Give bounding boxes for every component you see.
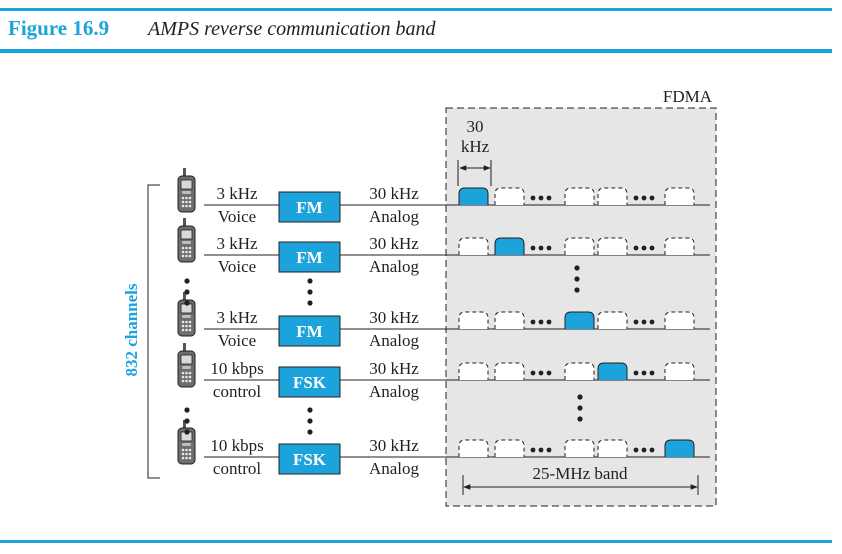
output-rate: 30 kHz [369,308,419,327]
modulator-label: FSK [293,450,327,469]
channels-label: 832 channels [122,283,141,376]
channel-slot [597,237,628,255]
cell-phone-icon [177,291,196,337]
active-channel-slot [458,187,489,205]
ellipsis-horizontal [530,319,552,325]
input-rate: 3 kHz [216,184,258,203]
channel-slot [597,311,628,329]
channel-slot [564,237,595,255]
active-channel-slot [664,439,695,457]
input-type: Voice [218,257,256,276]
cell-phone-icon [177,217,196,263]
output-type: Analog [369,331,420,350]
output-type: Analog [369,207,420,226]
output-rate: 30 kHz [369,184,419,203]
cell-phone-icon [177,167,196,213]
bottom-rule [0,540,832,543]
channel-slot [664,311,695,329]
fdma-label: FDMA [663,87,713,106]
modulator-label: FM [296,198,322,217]
modulator-box [278,443,341,475]
ellipsis-horizontal [530,370,552,376]
ellipsis-horizontal [530,245,552,251]
ellipsis-vertical-left [307,278,313,435]
input-rate: 3 kHz [216,308,258,327]
channel-slot [458,362,489,380]
input-rate: 3 kHz [216,234,258,253]
input-type: Voice [218,331,256,350]
channel-slot [564,187,595,205]
modulator-label: FM [296,322,322,341]
ellipsis-horizontal [633,245,655,251]
top-rule [0,8,832,11]
slot-width-value: 30 [467,117,484,136]
slot-width-unit: kHz [461,137,490,156]
ellipsis-vertical-band [574,265,583,422]
ellipsis-horizontal [633,319,655,325]
channel-slot [458,237,489,255]
channel-slot [564,362,595,380]
input-type: control [213,459,261,478]
modulator-box [278,315,341,347]
output-rate: 30 kHz [369,436,419,455]
modulator-box [278,366,341,398]
modulator-box [278,191,341,223]
channel-slot [458,311,489,329]
input-rate: 10 kbps [210,359,263,378]
channel-slot [597,187,628,205]
modulator-label: FSK [293,373,327,392]
ellipsis-horizontal [633,370,655,376]
active-channel-slot [564,311,595,329]
input-type: Voice [218,207,256,226]
cell-phone-icon [177,419,196,465]
channel-slot [494,362,525,380]
ellipsis-horizontal [633,447,655,453]
channel-slot [597,439,628,457]
modulator-label: FM [296,248,322,267]
channels-bracket [147,184,160,479]
output-type: Analog [369,459,420,478]
band-label: 25-MHz band [533,464,628,483]
input-rate: 10 kbps [210,436,263,455]
channel-slot [458,439,489,457]
input-type: control [213,382,261,401]
channel-slot [664,237,695,255]
figure-title: AMPS reverse communication band [148,18,436,40]
channel-slot [664,362,695,380]
channel-slot [494,187,525,205]
active-channel-slot [597,362,628,380]
modulator-box [278,241,341,273]
figure-number: Figure 16.9 [8,16,110,40]
ellipsis-horizontal [530,447,552,453]
output-rate: 30 kHz [369,234,419,253]
active-channel-slot [494,237,525,255]
ellipsis-vertical-left-2 [184,278,190,435]
ellipsis-horizontal [633,195,655,201]
output-type: Analog [369,382,420,401]
channel-slot [564,439,595,457]
output-rate: 30 kHz [369,359,419,378]
channel-slot [664,187,695,205]
output-type: Analog [369,257,420,276]
ellipsis-horizontal [530,195,552,201]
cell-phone-icon [177,342,196,388]
channel-slot [494,311,525,329]
header-rule [0,49,832,53]
channel-slot [494,439,525,457]
